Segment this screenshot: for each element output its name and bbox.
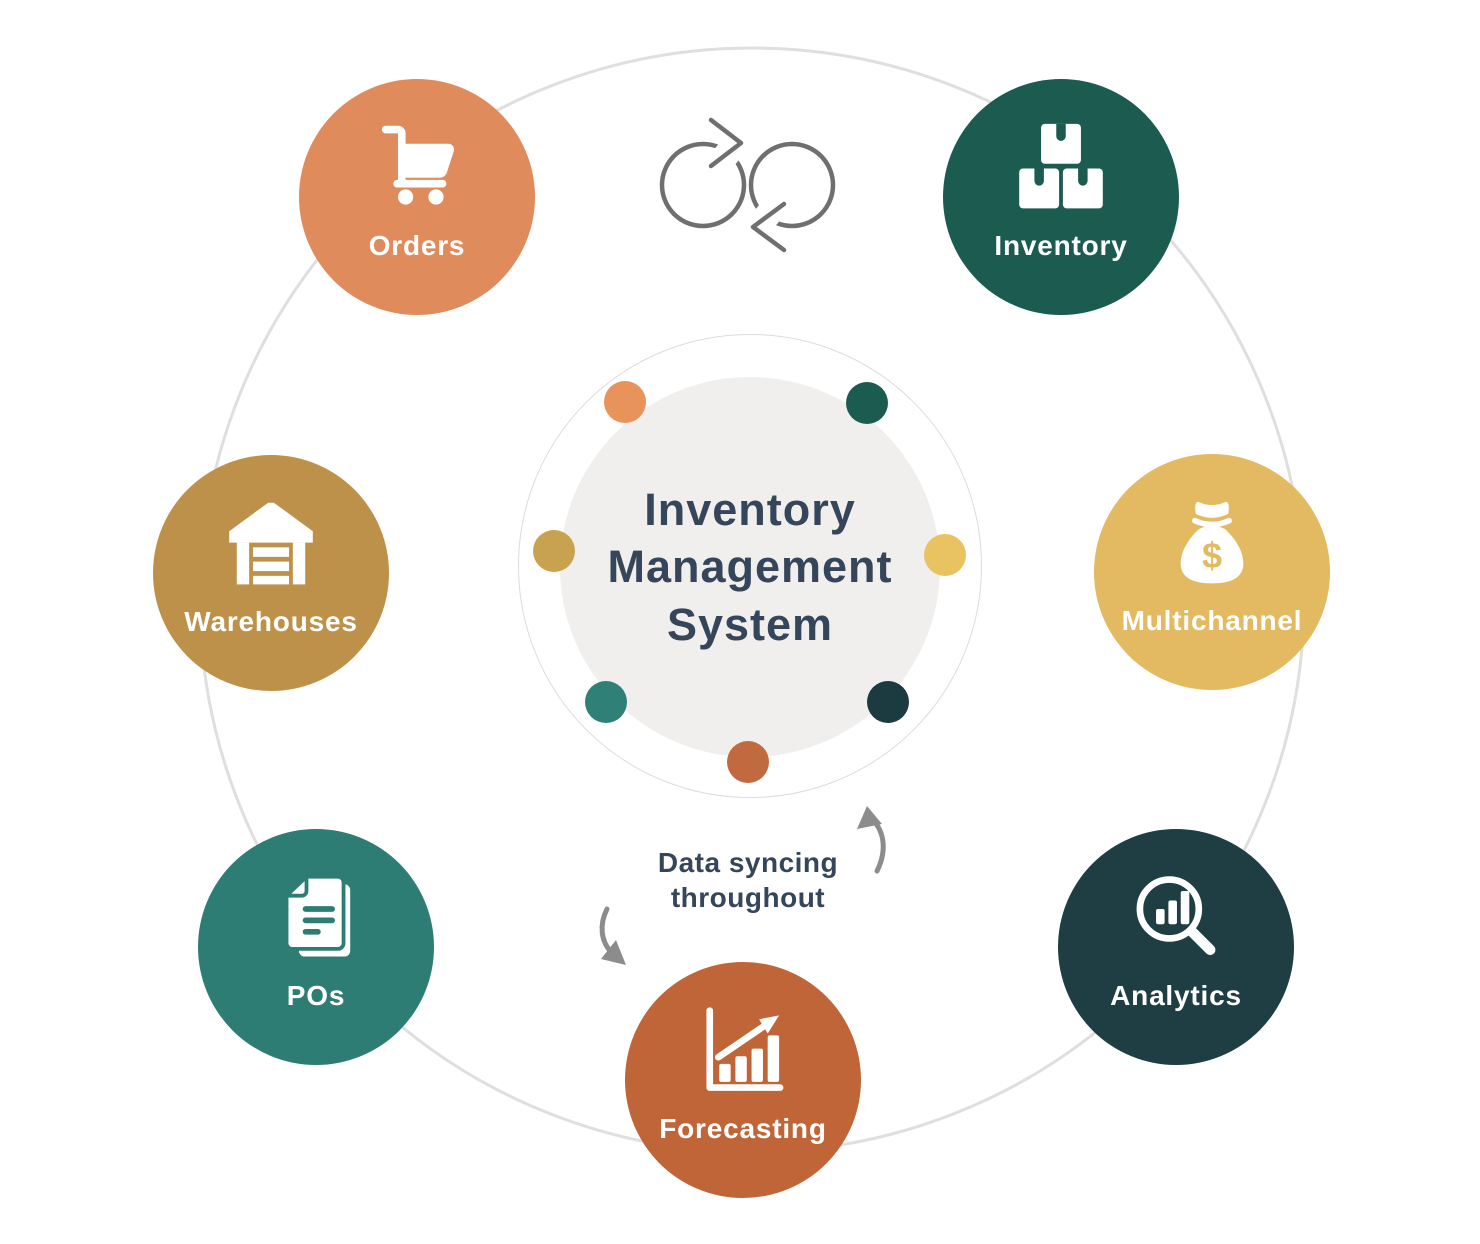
node-label-analytics: Analytics [1110,980,1242,1011]
dot-multichannel [924,534,966,576]
cycle-arrow-down [599,906,614,955]
data-syncing-annotation: Data syncing throughout [657,847,839,913]
node-pos: POs [198,829,434,1065]
node-warehouses: Warehouses [153,455,389,691]
magnifier-chart-icon [1136,876,1216,956]
dollar-sign: $ [1202,535,1222,576]
dot-orders [604,381,646,423]
dot-analytics [867,681,909,723]
node-label-warehouses: Warehouses [184,606,358,637]
shopping-cart-icon [381,125,455,205]
node-analytics: Analytics [1058,829,1294,1065]
cycle-arrows [599,806,886,965]
node-label-pos: POs [286,980,346,1011]
money-bag-icon: $ [1180,501,1244,584]
node-label-forecasting: Forecasting [659,1113,827,1144]
center-hub: Inventory Management System [560,377,940,757]
stacked-boxes-icon [1019,123,1103,209]
dot-forecasting [727,741,769,783]
sync-icon [659,117,836,253]
diagram-title: Inventory Management System [607,484,893,650]
node-label-multichannel: Multichannel [1121,605,1303,636]
node-orders: Orders [299,79,535,315]
warehouse-icon [229,502,313,585]
bar-chart-arrow-icon [706,1007,784,1091]
dot-inventory [846,382,888,424]
node-inventory: Inventory [943,79,1179,315]
node-label-inventory: Inventory [994,230,1128,261]
dot-pos [585,681,627,723]
dot-warehouses [533,530,575,572]
node-multichannel: $ Multichannel [1094,454,1330,690]
node-forecasting: Forecasting [625,962,861,1198]
node-label-orders: Orders [368,230,466,261]
documents-icon [284,874,351,957]
